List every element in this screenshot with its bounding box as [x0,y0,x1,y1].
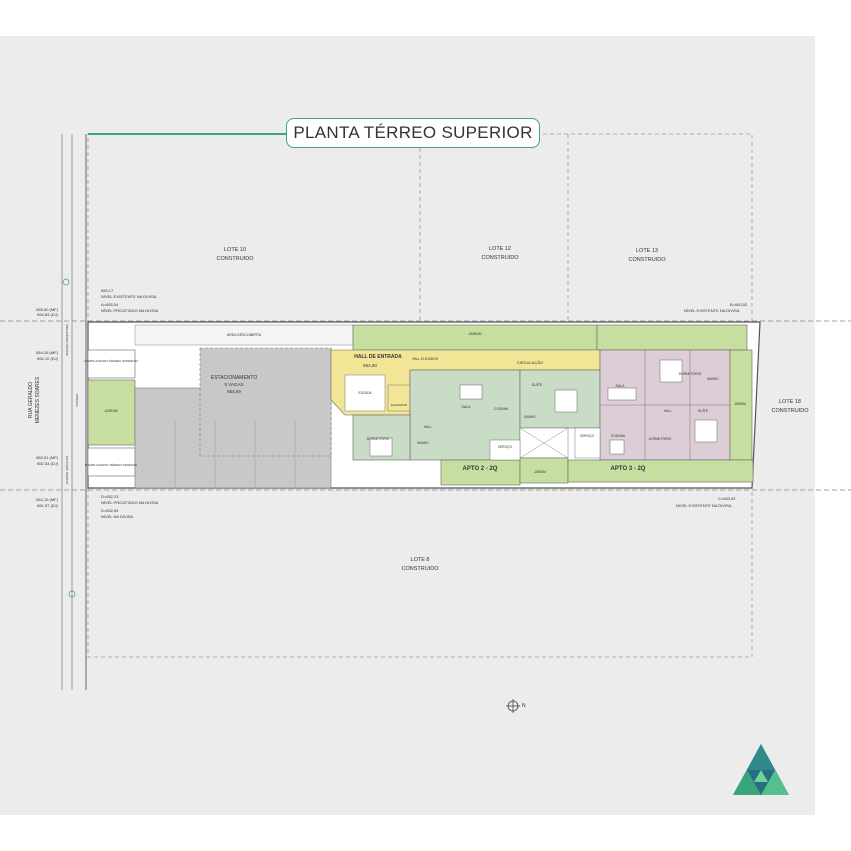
label-sala-a: SALA [462,405,472,409]
b-marker-1: 655,17 [101,288,114,293]
street-name-2: MENEZES SOARES [35,376,41,423]
label-servico-a: SERVIÇO [498,445,513,449]
label-circulacao: CIRCULAÇÃO [517,360,543,365]
label-banho-b: BANHO [417,441,429,445]
garden-top [352,324,598,351]
label-apto2: APTO 2 - 2Q [463,466,498,472]
label-escada: ESCADA [358,391,372,395]
label-cozinha-b: COZINHA [611,434,626,438]
label-sala-b: SALA [616,384,626,388]
service-2 [489,439,521,461]
ramp-lower [87,447,136,477]
label-dormitorio-c: DORMITÓRIO [649,436,672,441]
label-hall-level: 654,90 [363,363,377,368]
b-marker-4: NÍVEL PROJETADO NA DIVISA [101,308,159,313]
label-est-level: 654,59 [227,389,241,394]
street-name-1: RUA GERALDO [28,382,34,418]
label-hall-entrada: HALL DE ENTRADA [354,354,402,360]
label-banho-c: BANHO [707,377,719,381]
right-top-1: B=660,52 [730,302,748,307]
lot-13-name: LOTE 13 [636,248,658,254]
page-title: PLANTA TÉRREO SUPERIOR [286,118,540,148]
level-top-left-1: 655,50 (MF) [36,307,58,312]
lot-10-status: CONSTRUIDO [217,256,255,262]
marker-circle-bottom [68,590,76,598]
d-marker-4: NÍVEL NA DIVISA [101,514,133,519]
label-hall-a: HALL [424,425,432,429]
lot-8-name: LOTE 8 [411,557,430,563]
lot-12-name: LOTE 12 [489,246,511,252]
marker-circle-top [62,278,70,286]
label-cozinha-a: COZINHA [494,407,509,411]
label-servico-b: SERVIÇO [580,434,595,438]
b-marker-3: A=655,04 [101,302,119,307]
label-jardim-left: JARDIM [104,409,117,413]
ramp-upper [87,349,136,379]
level-mid-left-2: 654,10 (DJ) [37,356,59,361]
lot-18-name: LOTE 18 [779,399,801,405]
north-arrow-icon: N [506,699,526,713]
right-top-2: NÍVEL EXISTENTE NA DIVISA [684,308,740,313]
passeio-label: PASSEIO [75,393,79,407]
level-low-left-2: 652,33 (DJ) [37,461,59,466]
right-bot-1: C=653,52 [718,496,736,501]
level-mid-left-1: 654,28 (MF) [36,350,58,355]
label-suite-b: SUÍTE [698,409,709,413]
elevator [387,384,411,412]
right-bot-2: NÍVEL EXISTENTE NA DIVISA [676,503,732,508]
label-dormitorio-a: DORMITÓRIO [367,436,390,441]
title-rule-left [88,133,286,135]
label-jardim-top: JARDIM [468,332,481,336]
d-marker-3: D=652,54 [101,508,119,513]
garden-top-right [596,324,748,351]
service-3 [574,427,601,459]
apto3-garden [567,459,754,483]
label-vagas: 5 VAGAS [225,382,244,387]
apto2-garden [440,459,521,486]
triangle-mosaic-logo [733,744,789,795]
label-apto3: APTO 3 - 2Q [611,466,646,472]
lot-18-status: CONSTRUIDO [772,408,810,414]
label-jardim-mid: JARDIM [534,470,546,474]
label-rampa-sup: RAMPA ACESSO TÉRREO SUPERIOR [84,358,138,363]
lot-12-status: CONSTRUIDO [482,255,520,261]
label-banho-a: BANHO [524,415,536,419]
level-top-left-2: 654,83 (DJ) [37,312,59,317]
label-suite-a: SUÍTE [532,383,543,387]
d-marker-2: NÍVEL PROJETADO NA DIVISA [101,500,159,505]
label-jardim-right: JARDIM [734,402,746,406]
lot-13-status: CONSTRUIDO [629,257,667,263]
label-elevador: ELEVADOR [391,403,408,407]
level-bot-left-2: 651,97 (DJ) [37,503,59,508]
vehicle-access: ACESSO VEÍCULOS [65,456,69,485]
parking-area [199,347,332,457]
stair [344,374,386,412]
level-bot-left-1: 652,19 (MF) [36,497,58,502]
label-hall-b: HALL [664,409,672,413]
garden-left [87,379,136,446]
label-dormitorio-b: DORMITÓRIO [679,371,702,376]
level-low-left-1: 652,51 (MF) [36,455,58,460]
lot-8-status: CONSTRUIDO [402,566,440,572]
label-hall-elevador: HALL ELEVADOR [412,357,439,361]
label-area-descoberta: ÁREA DESCOBERTA [227,333,262,337]
jardim-mid [519,457,569,484]
d-marker-1: D=652,23 [101,494,119,499]
label-estacionamento: ESTACIONAMENTO [211,375,258,381]
svg-text:N: N [522,703,526,709]
lot-10-name: LOTE 10 [224,247,246,253]
pedestrian-access: ACESSO PEDESTRES [65,324,69,356]
b-marker-2: NÍVEL EXISTENTE NA DIVISA [101,294,157,299]
label-rampa-inf: RAMPA ACESSO TÉRREO INFERIOR [85,462,138,467]
